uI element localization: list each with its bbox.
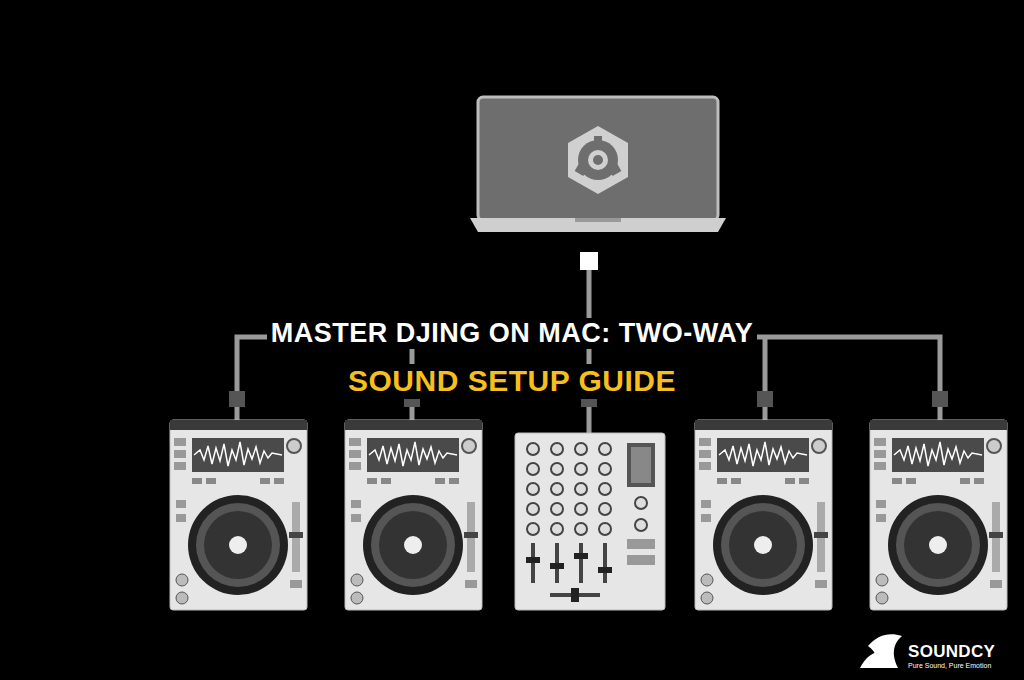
watermark-tagline: Pure Sound, Pure Emotion: [908, 662, 991, 670]
title-line: SOUND SETUP GUIDE: [344, 364, 680, 399]
watermark-brand: SOUNDCY: [908, 642, 995, 662]
title-line: MASTER DJING ON MAC: TWO-WAY: [267, 318, 758, 349]
